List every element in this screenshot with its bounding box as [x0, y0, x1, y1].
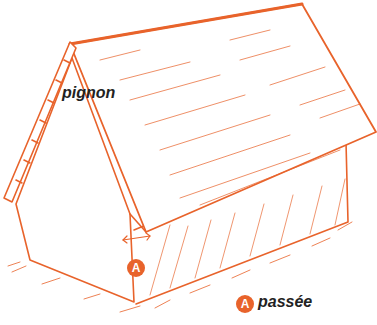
- callout-letter: A: [127, 259, 145, 277]
- callout-letter: A: [236, 295, 254, 313]
- part-name: pignon: [62, 84, 115, 102]
- part-name: passée: [258, 293, 312, 311]
- roof-plane: [70, 4, 376, 232]
- roof-hatching: [100, 30, 360, 205]
- verge-hatching: [16, 60, 70, 183]
- verge-board: [4, 42, 76, 202]
